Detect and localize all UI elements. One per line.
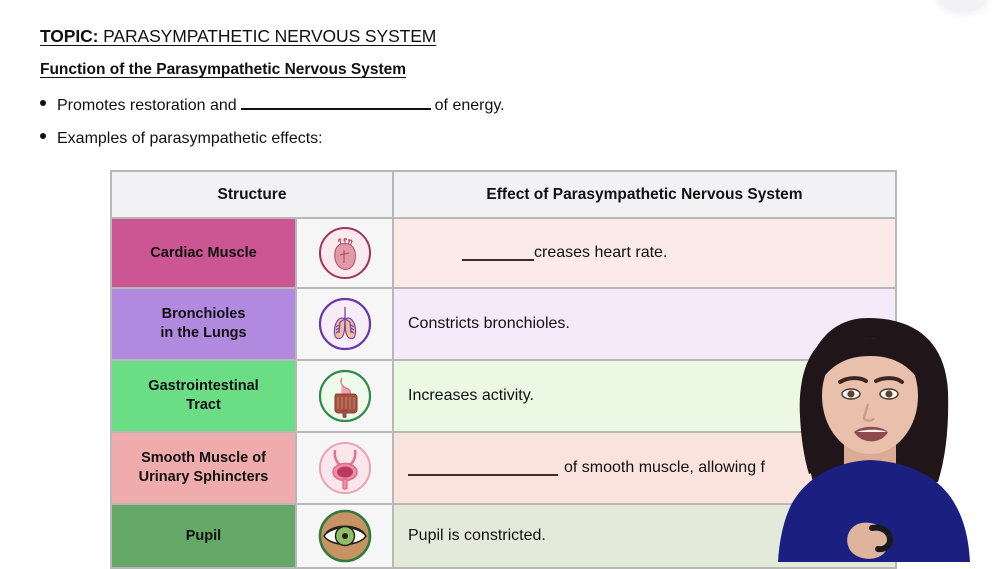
row-label-bronchioles: Bronchioles in the Lungs (112, 289, 297, 359)
row-label-cardiac-muscle: Cardiac Muscle (112, 219, 297, 287)
row-label-pupil: Pupil (112, 505, 297, 567)
bullet-item-1: Promotes restoration and of energy. (40, 94, 920, 115)
bullet-1-text-after: of energy. (434, 96, 505, 114)
bullet-item-2: Examples of parasympathetic effects: (40, 130, 920, 148)
effect-cell-cardiac: creases heart rate. (394, 219, 895, 287)
table-row: Bronchioles in the Lungs Co (112, 289, 895, 361)
effect-text-urinary: of smooth muscle, allowing f (564, 459, 765, 476)
bladder-icon (317, 440, 373, 496)
effect-text-bronchioles: Constricts bronchioles. (408, 315, 570, 332)
eye-icon (317, 508, 373, 564)
bullet-dot-icon (40, 132, 46, 139)
icon-cell (297, 505, 394, 567)
icon-cell (297, 219, 394, 287)
icon-cell (297, 289, 394, 359)
fill-in-blank-2 (462, 245, 534, 261)
corner-glow-artifact (940, 0, 986, 12)
presenter-video-overlay (740, 300, 1000, 562)
parasympathetic-effects-table: Structure Effect of Parasympathetic Nerv… (110, 170, 897, 569)
topic-line: TOPIC: PARASYMPATHETIC NERVOUS SYSTEM (40, 26, 920, 47)
gi-tract-icon (317, 368, 373, 424)
column-header-structure: Structure (112, 172, 394, 217)
bullet-2-text: Examples of parasympathetic effects: (57, 129, 323, 147)
table-row: Cardiac Muscle (112, 219, 895, 289)
icon-cell (297, 361, 394, 431)
section-title: Function of the Parasympathetic Nervous … (40, 61, 407, 78)
bullet-dot-icon (40, 99, 46, 106)
effect-cell-bronchioles: Constricts bronchioles. (394, 289, 895, 359)
bullet-1-text-before: Promotes restoration and (57, 96, 237, 114)
table-header-row: Structure Effect of Parasympathetic Nerv… (112, 172, 895, 219)
effect-text-gi: Increases activity. (408, 387, 534, 404)
heart-icon (317, 225, 373, 281)
topic-value: PARASYMPATHETIC NERVOUS SYSTEM (98, 26, 437, 46)
row-label-gi-tract: Gastrointestinal Tract (112, 361, 297, 431)
column-header-effect: Effect of Parasympathetic Nervous System (394, 172, 895, 217)
row-label-urinary-sphincters: Smooth Muscle of Urinary Sphincters (112, 433, 297, 503)
fill-in-blank-3 (408, 460, 558, 476)
icon-cell (297, 433, 394, 503)
fill-in-blank-1 (240, 94, 431, 110)
effect-text-cardiac: creases heart rate. (534, 244, 668, 261)
table-row: Pupil Pupil is constricted. (112, 505, 895, 567)
effect-text-pupil: Pupil is constricted. (408, 527, 546, 544)
topic-label: TOPIC: (40, 26, 99, 46)
lungs-icon (317, 296, 373, 352)
slide-heading: TOPIC: PARASYMPATHETIC NERVOUS SYSTEM Fu… (40, 26, 920, 148)
